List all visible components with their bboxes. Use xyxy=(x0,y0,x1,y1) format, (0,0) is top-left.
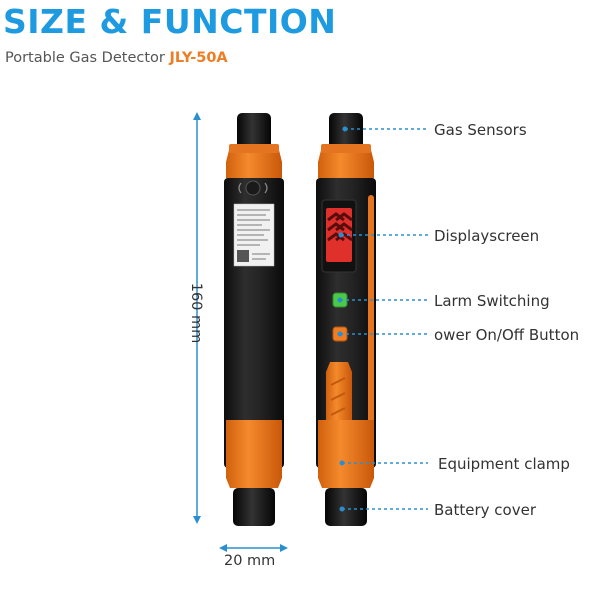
product-label-sticker xyxy=(233,203,275,267)
page-subtitle: Portable Gas Detector JLY-50A xyxy=(5,48,228,68)
label-power-button: ower On/Off Button xyxy=(434,326,580,344)
device-front-view xyxy=(316,113,376,526)
height-dimension-label: 160 mm xyxy=(188,282,204,344)
page-title: SIZE & FUNCTION xyxy=(3,2,337,41)
model-name: JLY-50A xyxy=(169,50,228,66)
speaker-icon xyxy=(245,180,261,196)
callout-leaders xyxy=(340,128,428,510)
label-displayscreen: Displayscreen xyxy=(434,227,540,245)
label-battery-cover: Battery cover xyxy=(434,501,536,519)
label-gas-sensors: Gas Sensors xyxy=(434,121,527,139)
label-equipment-clamp: Equipment clamp xyxy=(438,455,570,473)
width-dimension-label: 20 mm xyxy=(224,553,276,569)
label-larm-switching: Larm Switching xyxy=(434,292,550,310)
subtitle-text: Portable Gas Detector xyxy=(5,50,170,66)
device-back-view xyxy=(224,113,284,526)
callout-dots xyxy=(337,126,348,512)
